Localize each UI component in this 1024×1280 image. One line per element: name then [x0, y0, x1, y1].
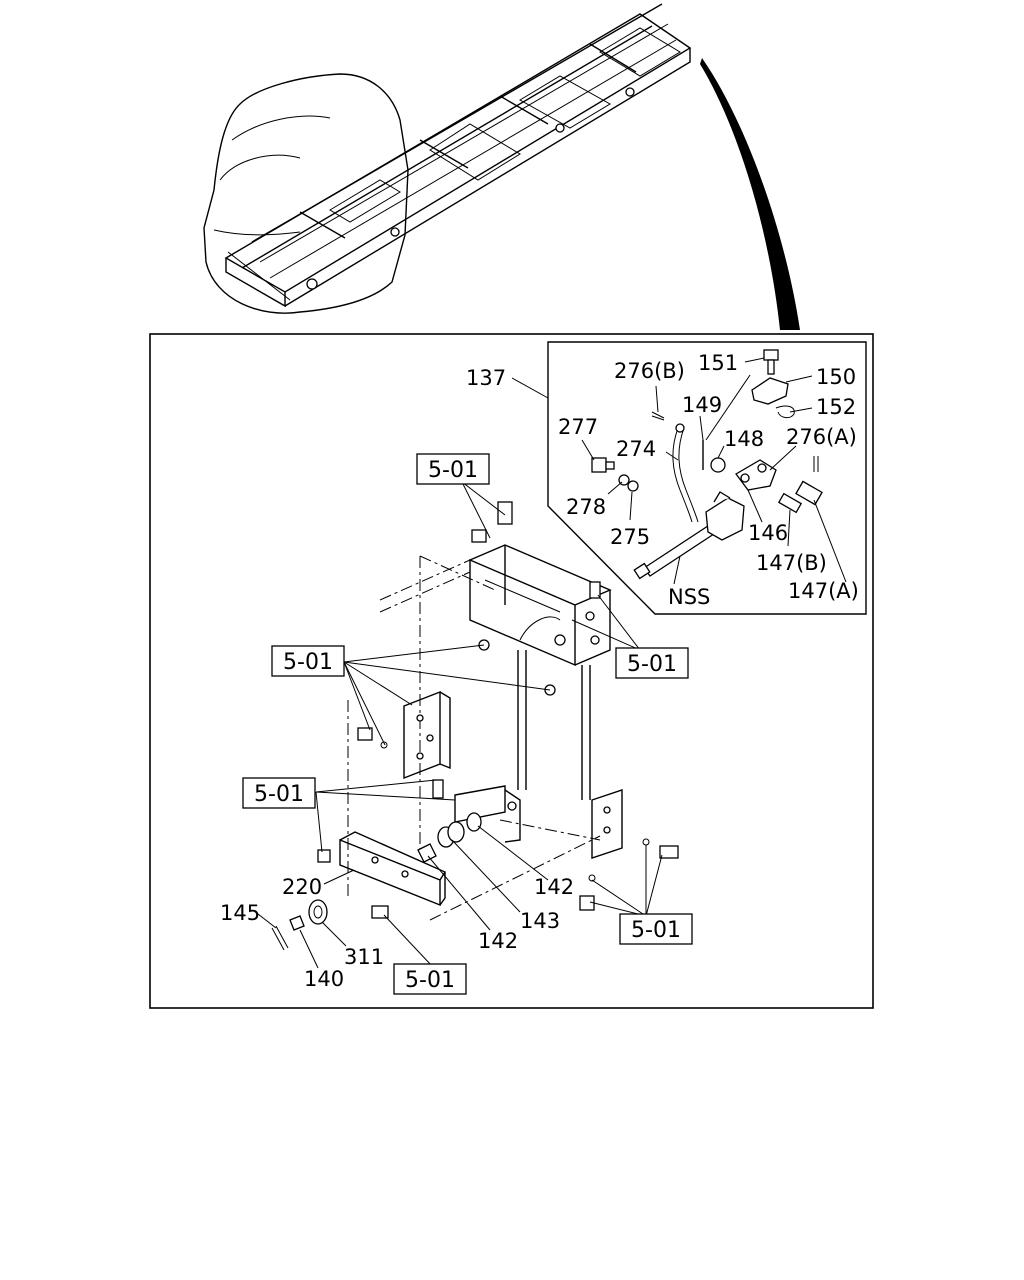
callout-146: 146 — [748, 521, 788, 545]
callout-149: 149 — [682, 393, 722, 417]
callout-274: 274 — [616, 437, 656, 461]
callout-277: 277 — [558, 415, 598, 439]
ref-box-bottom-right[interactable]: 5-01 — [619, 913, 693, 945]
callout-311: 311 — [344, 945, 384, 969]
callout-152: 152 — [816, 395, 856, 419]
ref-label: 5-01 — [283, 650, 333, 675]
callout-142-lower: 142 — [478, 929, 518, 953]
callout-147a: 147(A) — [788, 579, 859, 603]
ref-label: 5-01 — [631, 918, 681, 943]
callout-148: 148 — [724, 427, 764, 451]
ref-label: 5-01 — [428, 458, 478, 483]
callout-276b: 276(B) — [614, 359, 685, 383]
leader-lines — [257, 357, 847, 969]
ref-label: 5-01 — [405, 968, 455, 993]
callout-137: 137 — [466, 366, 506, 390]
truck-overview — [203, 3, 800, 330]
callout-145: 145 — [220, 901, 260, 925]
callout-143: 143 — [520, 909, 560, 933]
reference-boxes: 5-01 5-01 5-01 5-01 5-01 5-01 — [242, 453, 693, 995]
callout-140: 140 — [304, 967, 344, 991]
callout-nss: NSS — [668, 585, 710, 609]
callout-147b: 147(B) — [756, 551, 827, 575]
callout-151: 151 — [698, 351, 738, 375]
lower-mechanism — [271, 501, 679, 951]
ref-box-bottom[interactable]: 5-01 — [393, 963, 467, 995]
callout-142-upper: 142 — [534, 875, 574, 899]
ref-label: 5-01 — [627, 652, 677, 677]
callout-276a: 276(A) — [786, 425, 857, 449]
callout-278: 278 — [566, 495, 606, 519]
detail-frame — [149, 333, 874, 1009]
ref-box-right[interactable]: 5-01 — [615, 647, 689, 679]
ref-box-top[interactable]: 5-01 — [416, 453, 490, 485]
callout-220: 220 — [282, 875, 322, 899]
callout-275: 275 — [610, 525, 650, 549]
ref-box-lower-left[interactable]: 5-01 — [242, 777, 316, 809]
inset-parts — [591, 349, 823, 580]
callouts: 137 151 150 276(B) 149 152 277 274 148 2… — [220, 351, 859, 991]
inset-frame — [547, 341, 867, 615]
callout-150: 150 — [816, 365, 856, 389]
ref-box-left[interactable]: 5-01 — [271, 645, 345, 677]
ref-label: 5-01 — [254, 782, 304, 807]
